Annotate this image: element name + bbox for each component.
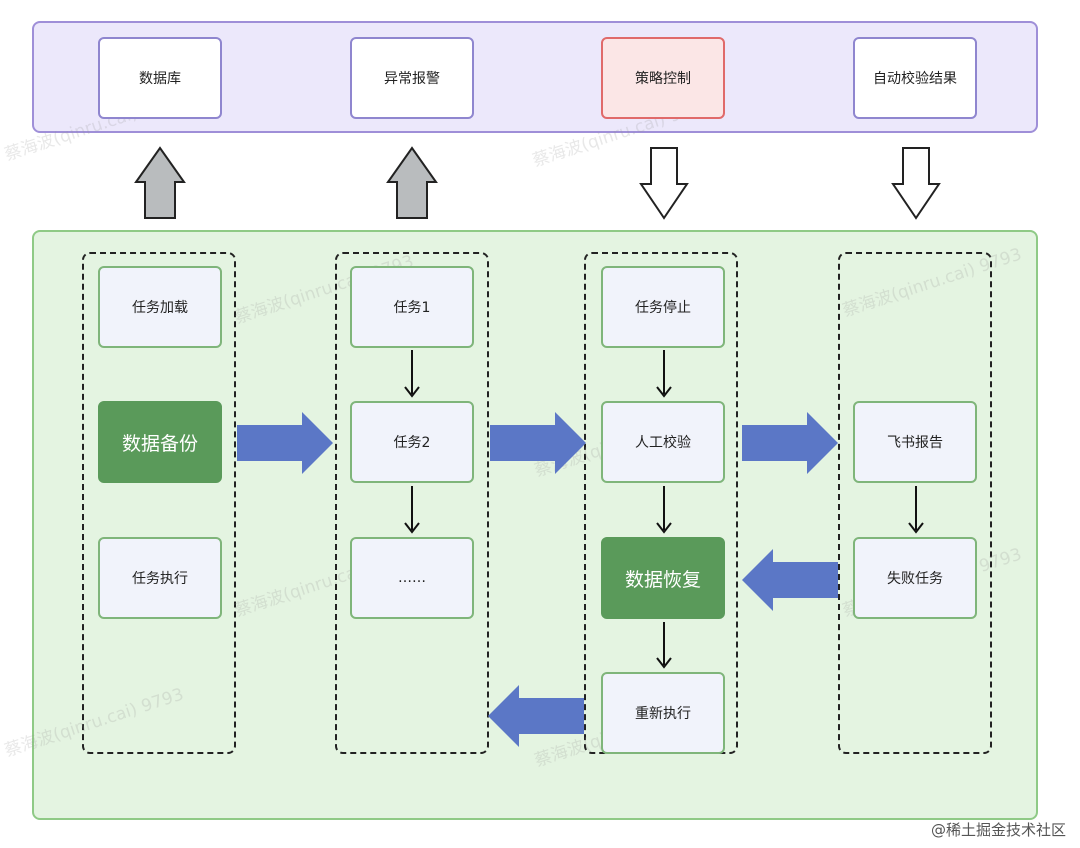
right-arrow-icon (742, 412, 838, 474)
node-more-tasks: …… (350, 537, 474, 619)
right-arrow-icon (490, 412, 586, 474)
node-task-load: 任务加载 (98, 266, 222, 348)
down-arrow-icon (639, 147, 689, 220)
node-task-exec: 任务执行 (98, 537, 222, 619)
down-arrow-icon (891, 147, 941, 220)
node-auto-check-result: 自动校验结果 (853, 37, 977, 119)
node-data-backup: 数据备份 (98, 401, 222, 483)
node-failed-tasks: 失败任务 (853, 537, 977, 619)
node-manual-check: 人工校验 (601, 401, 725, 483)
column-2 (335, 252, 489, 754)
right-arrow-icon (237, 412, 333, 474)
footer-credit: @稀土掘金技术社区 (930, 821, 1066, 839)
left-arrow-icon (488, 685, 584, 747)
left-arrow-icon (742, 549, 838, 611)
column-1 (82, 252, 236, 754)
up-arrow-icon (386, 146, 438, 219)
node-feishu-report: 飞书报告 (853, 401, 977, 483)
node-policy-control: 策略控制 (601, 37, 725, 119)
node-task-stop: 任务停止 (601, 266, 725, 348)
node-task-1: 任务1 (350, 266, 474, 348)
node-alert: 异常报警 (350, 37, 474, 119)
column-4 (838, 252, 992, 754)
node-task-2: 任务2 (350, 401, 474, 483)
node-database: 数据库 (98, 37, 222, 119)
node-data-restore: 数据恢复 (601, 537, 725, 619)
up-arrow-icon (134, 146, 186, 219)
node-re-execute: 重新执行 (601, 672, 725, 754)
